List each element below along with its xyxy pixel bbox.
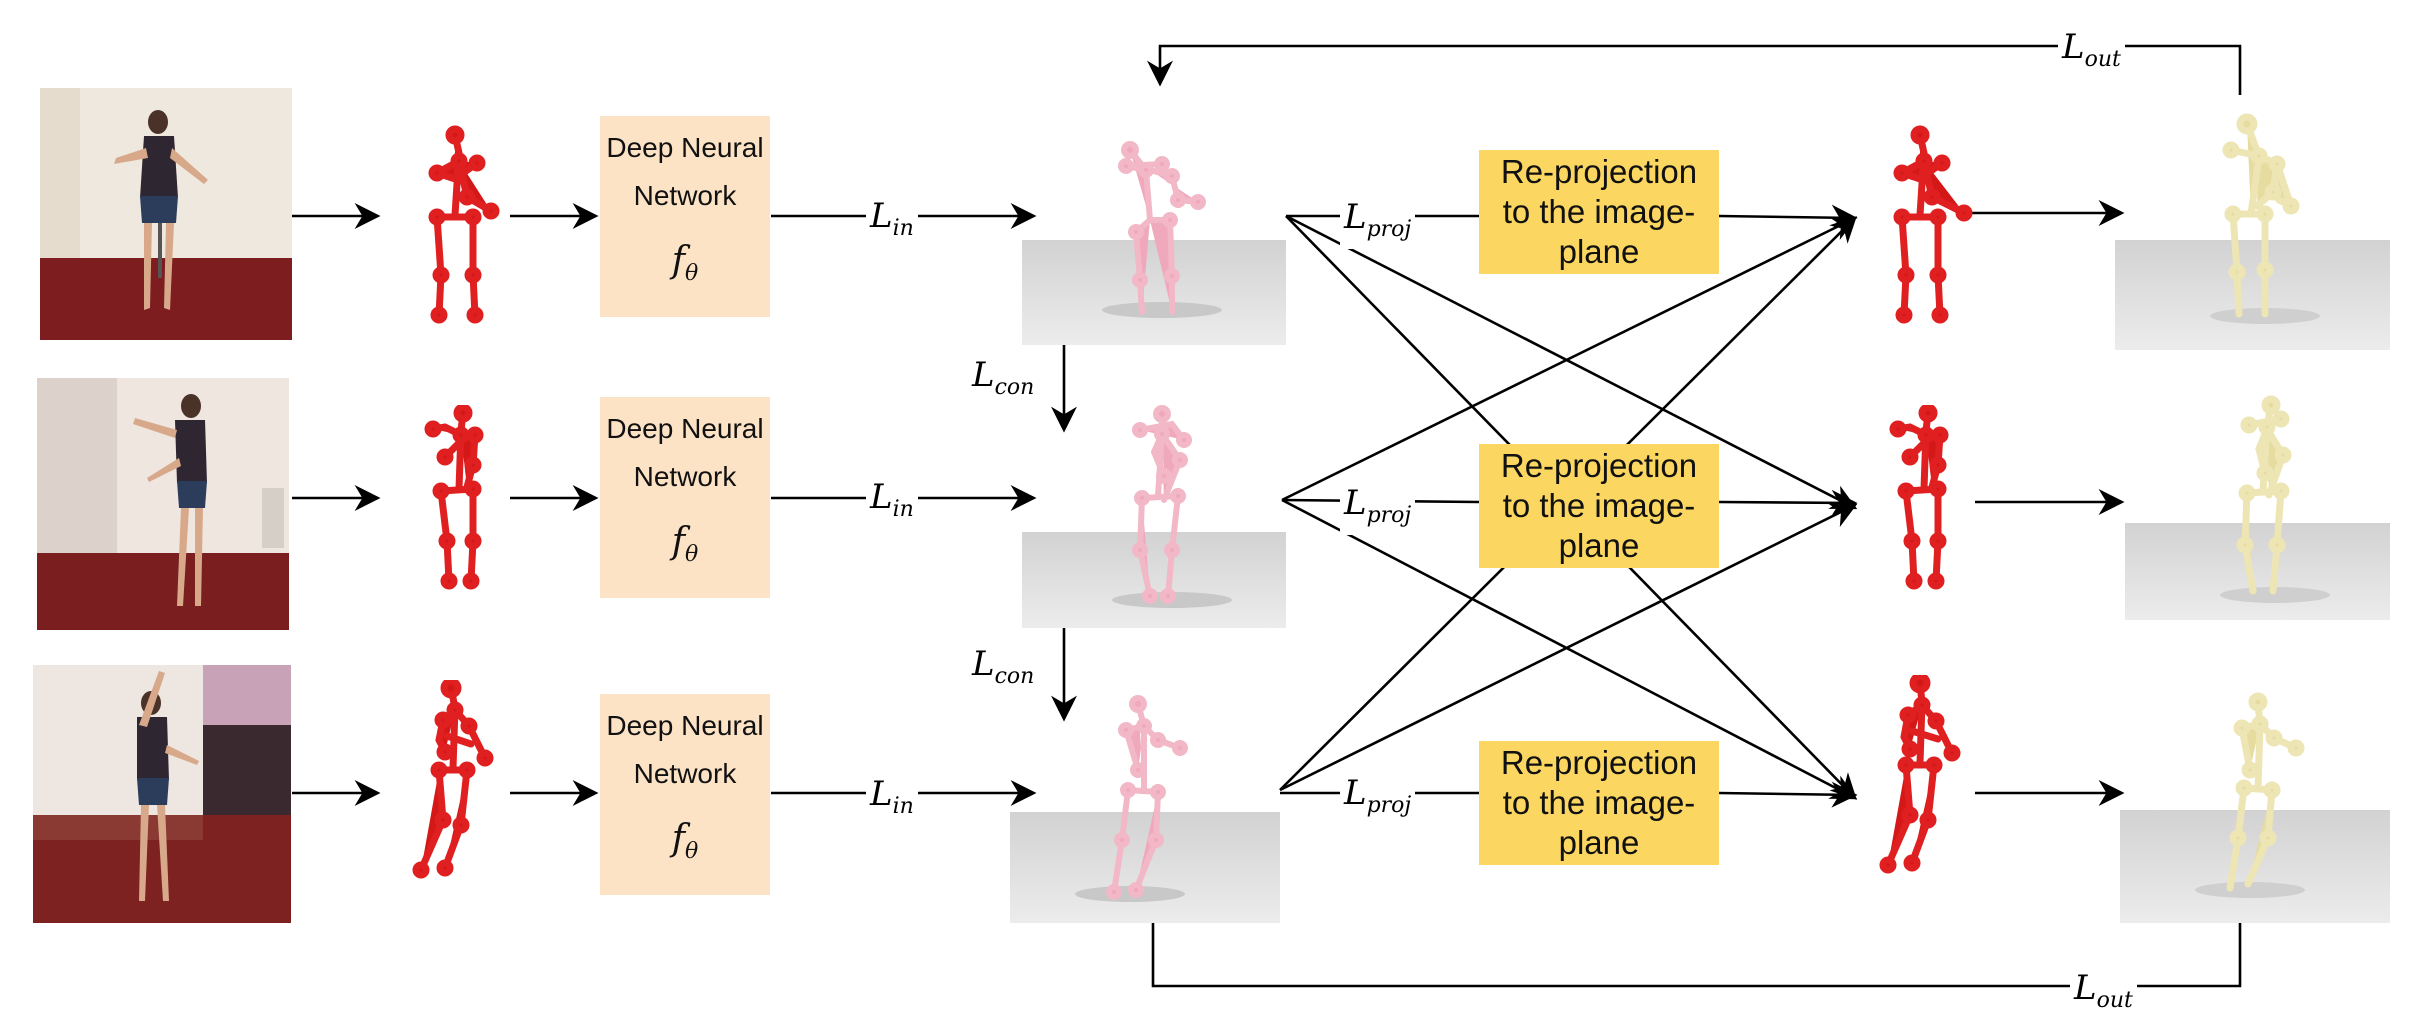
dnn-label-line2: Network xyxy=(633,758,737,789)
input-image-3 xyxy=(33,665,291,923)
skeleton-2d-row3 xyxy=(412,680,494,879)
cross-row2-to-row3 xyxy=(1281,498,1858,800)
dnn-label-line1: Deep Neural xyxy=(606,710,764,741)
dnn-box-row3: Deep Neural Network fθ xyxy=(600,694,770,895)
output-3d-pose-row3 xyxy=(2120,692,2390,923)
loss-in-row1: Lin xyxy=(866,197,918,248)
cross-row3-to-row2 xyxy=(1279,503,1858,792)
person-photo-2 xyxy=(37,378,289,630)
loss-out-top: Lout xyxy=(2058,28,2125,79)
loss-proj-row3: Lproj xyxy=(1340,774,1416,825)
reprojected-skeleton-row1 xyxy=(1893,125,1973,324)
reprojection-line1: Re-projection xyxy=(1500,744,1698,781)
reprojection-box-row3: Re-projection to the image- plane xyxy=(1479,741,1719,865)
reprojection-line1: Re-projection xyxy=(1500,447,1698,484)
render-3d-pose-row2 xyxy=(1022,405,1286,628)
loss-con-top: Lcon xyxy=(972,355,1035,400)
loss-proj-row1: Lproj xyxy=(1340,198,1416,249)
input-image-1 xyxy=(40,88,292,340)
reprojection-line1: Re-projection xyxy=(1500,153,1698,190)
dnn-label-line2: Network xyxy=(633,461,737,492)
render-3d-pose-row3 xyxy=(1010,695,1280,923)
reprojection-line3: plane xyxy=(1558,527,1640,564)
output-3d-pose-row1 xyxy=(2115,113,2390,350)
loop-lout-bottom xyxy=(1151,923,2242,988)
person-photo-3 xyxy=(33,665,291,923)
skeleton-2d-row1 xyxy=(428,125,500,324)
output-3d-pose-row2 xyxy=(2125,395,2390,620)
input-image-2 xyxy=(37,378,289,630)
arrow-reproj-to-2d-row1 xyxy=(1718,204,1858,231)
reprojection-line3: plane xyxy=(1558,233,1640,270)
arrow-reproj-to-2d-row3 xyxy=(1718,781,1858,808)
cross-row2-to-row1 xyxy=(1281,216,1858,502)
dnn-function-symbol: fθ xyxy=(671,521,699,568)
reprojection-line2: to the image- xyxy=(1502,487,1696,524)
dnn-box-row1: Deep Neural Network fθ xyxy=(600,116,770,317)
arrow-reproj-to-2d-row2 xyxy=(1718,489,1858,516)
reprojection-line2: to the image- xyxy=(1502,193,1696,230)
render-3d-pose-row1 xyxy=(1022,141,1286,345)
reprojected-skeleton-row2 xyxy=(1889,405,1949,590)
reprojection-box-row1: Re-projection to the image- plane xyxy=(1479,150,1719,274)
dnn-function-symbol: fθ xyxy=(671,818,699,865)
dnn-label-line2: Network xyxy=(633,180,737,211)
cross-row1-to-row2 xyxy=(1285,214,1858,510)
loss-con-bottom: Lcon xyxy=(972,644,1035,689)
loop-lout-top xyxy=(1147,44,2242,95)
loss-in-row2: Lin xyxy=(866,478,918,529)
person-photo-1 xyxy=(40,88,292,340)
reprojection-box-row2: Re-projection to the image- plane xyxy=(1479,444,1719,568)
reprojected-skeleton-row3 xyxy=(1879,675,1961,874)
dnn-label-line1: Deep Neural xyxy=(606,132,764,163)
reprojection-line3: plane xyxy=(1558,824,1640,861)
loss-out-bottom: Lout xyxy=(2070,969,2137,1020)
skeleton-2d-row2 xyxy=(424,405,484,590)
loss-proj-row2: Lproj xyxy=(1340,484,1416,535)
loss-in-row3: Lin xyxy=(866,775,918,826)
dnn-function-symbol: fθ xyxy=(671,240,699,287)
dnn-label-line1: Deep Neural xyxy=(606,413,764,444)
dnn-box-row2: Deep Neural Network fθ xyxy=(600,397,770,598)
reprojection-line2: to the image- xyxy=(1502,784,1696,821)
